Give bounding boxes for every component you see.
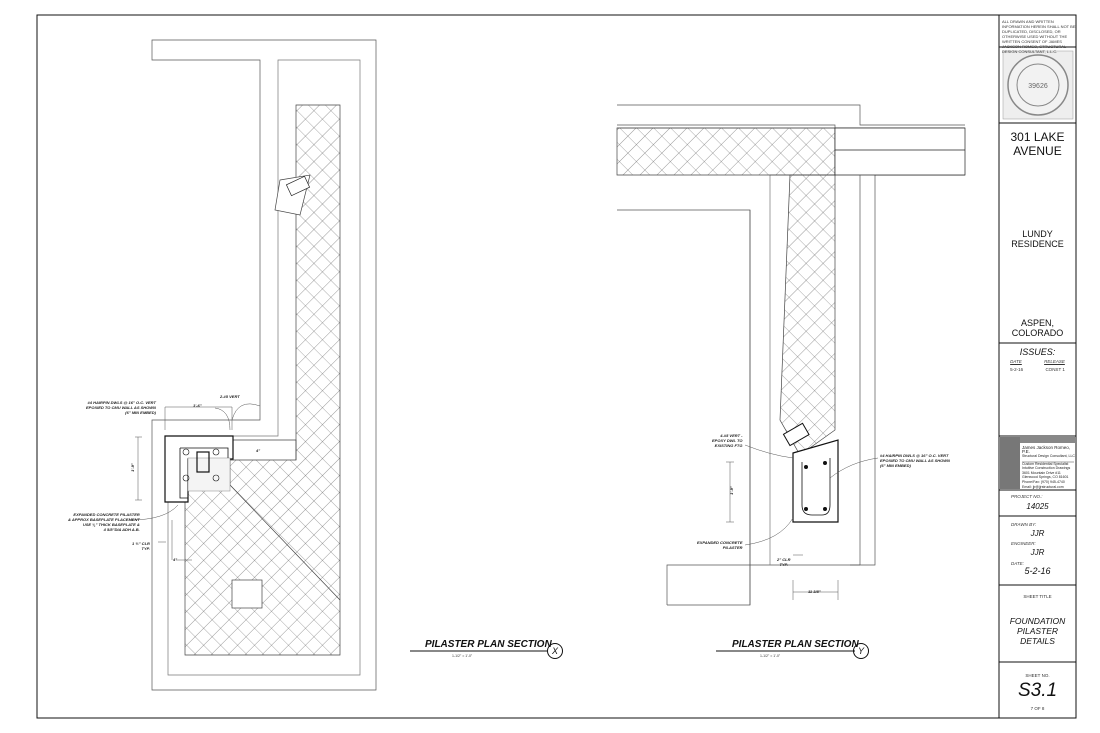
date-label: DATE:	[1011, 561, 1024, 566]
sheet-no: S3.1	[1017, 680, 1058, 701]
detail-tag-x: X	[547, 643, 563, 659]
consultant-tagline2: Intuitive Construction Drawings	[1022, 465, 1071, 470]
hairpin-note-y: #4 HAIRPIN DWLS @ 16" O.C. VERT EPOXIED …	[880, 453, 950, 468]
consultant-phone: Phone/Fax: (970) 945-4740	[1022, 480, 1065, 485]
copyright-note: ALL DRAWN AND WRITTEN INFORMATION HEREIN…	[1002, 19, 1076, 54]
detail-title-y: PILASTER PLAN SECTION	[732, 639, 859, 650]
sheet-no-label: SHEET NO.	[1025, 673, 1050, 678]
detail-scale-y: 1-1/2" = 1'-0"	[760, 654, 781, 658]
hairpin-note-x: #4 HAIRPIN DWLS @ 16" O.C. VERT EPOXIED …	[86, 400, 156, 415]
engineer-seal: 39626	[1002, 50, 1074, 120]
detail-x-plan	[151, 39, 377, 691]
issue-release: CONST 1	[1045, 367, 1065, 372]
sheet-title-label: SHEET TITLE	[1023, 594, 1052, 599]
dim-side-x: 1'-9"	[129, 463, 135, 472]
issues-col-release: RELEASE	[1044, 359, 1065, 364]
consultant-email: Email: jjr@jjrstructural.com	[1022, 484, 1064, 489]
consultant-firm: Structural Design Consultant, LLC	[1022, 454, 1075, 459]
project-no: 14025	[1026, 502, 1049, 511]
issues-heading: ISSUES:	[1019, 347, 1056, 357]
detail-scale-x: 1-1/2" = 1'-0"	[452, 654, 473, 658]
detail-y-plan	[616, 104, 966, 606]
engineer: JJR	[1030, 548, 1045, 557]
issues-row: 5-2-16 CONST 1	[999, 367, 1076, 372]
issues-header: DATE RELEASE	[999, 359, 1076, 364]
project-name: LUNDY RESIDENCE	[1011, 229, 1064, 249]
detail-tag-y: Y	[853, 643, 869, 659]
sheet-title: FOUNDATION PILASTER DETAILS	[1009, 616, 1066, 646]
consultant-logo	[1000, 437, 1020, 489]
dim-bottom-x: 4"	[173, 557, 178, 562]
vert-note-y: 4-#5 VERT - EPOXY DWL TO EXISTING FTG	[712, 433, 743, 448]
drawn-by: JJR	[1030, 529, 1045, 538]
consultant-address2: Glenwood Springs, CO 81601	[1022, 475, 1069, 480]
consultant-tagline1: Custom Residential Specialist	[1022, 461, 1069, 466]
issue-date: 5-2-16	[1010, 367, 1024, 372]
consultant-info: James Jackson Romeo, P.E. Structural Des…	[1022, 445, 1076, 489]
svg-text:39626: 39626	[1028, 83, 1048, 90]
issues-col-date: DATE	[1010, 359, 1022, 364]
sheet-count: 7 OF 8	[1030, 706, 1045, 711]
pilaster-x	[129, 403, 261, 561]
pilaster-y	[726, 422, 879, 600]
dim-top-x: 1'-6"	[193, 403, 202, 408]
engineer-label: ENGINEER:	[1011, 541, 1036, 546]
date: 5-2-16	[1024, 566, 1051, 576]
consultant-name: James Jackson Romeo, P.E.	[1022, 445, 1071, 455]
sheet-border	[36, 14, 1077, 719]
detail-title-x: PILASTER PLAN SECTION	[425, 639, 552, 650]
dim-bottom-y: 11 3/8"	[808, 589, 821, 594]
clr-note-y: 2" CLR TYP.	[777, 557, 791, 567]
project-no-label: PROJECT NO.:	[1011, 494, 1043, 499]
project-address: 301 LAKE AVENUE	[1010, 130, 1065, 158]
dim-small-x: 4"	[256, 448, 261, 453]
pilaster-note-y: EXPANDED CONCRETE PILASTER	[697, 540, 743, 550]
pilaster-note-x: EXPANDED CONCRETE PILASTER & APPROX BASE…	[68, 512, 140, 532]
dim-side-y: 1'-9"	[728, 486, 734, 495]
consultant-address1: 3601 Mountain Drive #11	[1022, 471, 1061, 476]
vert-note-x: 2-#5 VERT	[220, 394, 240, 399]
project-location: ASPEN, COLORADO	[1011, 318, 1064, 338]
clr-note-x: 1 ½" CLR TYP.	[132, 541, 150, 551]
drawn-by-label: DRAWN BY:	[1011, 522, 1037, 527]
